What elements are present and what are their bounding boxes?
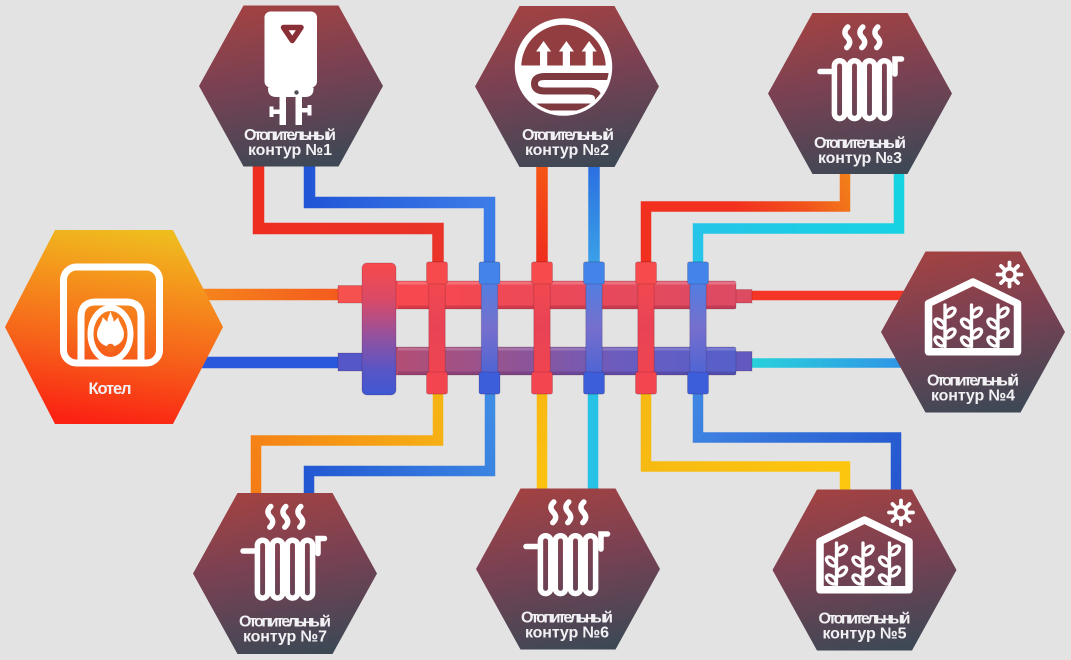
svg-text:контур №7: контур №7 [243, 629, 327, 646]
svg-text:контур №1: контур №1 [248, 142, 332, 159]
svg-text:Отопительный: Отопительный [239, 614, 331, 631]
svg-text:Котел: Котел [89, 380, 132, 398]
svg-text:Отопительный: Отопительный [819, 611, 911, 628]
svg-text:контур №4: контур №4 [931, 388, 1015, 405]
svg-text:Отопительный: Отопительный [927, 373, 1019, 390]
svg-text:Отопительный: Отопительный [522, 127, 614, 144]
svg-text:Отопительный: Отопительный [521, 610, 613, 627]
svg-text:контур №6: контур №6 [525, 625, 609, 642]
svg-text:Отопительный: Отопительный [814, 135, 906, 152]
svg-text:Отопительный: Отопительный [244, 127, 336, 144]
svg-text:контур №3: контур №3 [818, 150, 902, 167]
svg-text:контур №5: контур №5 [823, 626, 907, 643]
svg-text:контур №2: контур №2 [525, 142, 609, 159]
